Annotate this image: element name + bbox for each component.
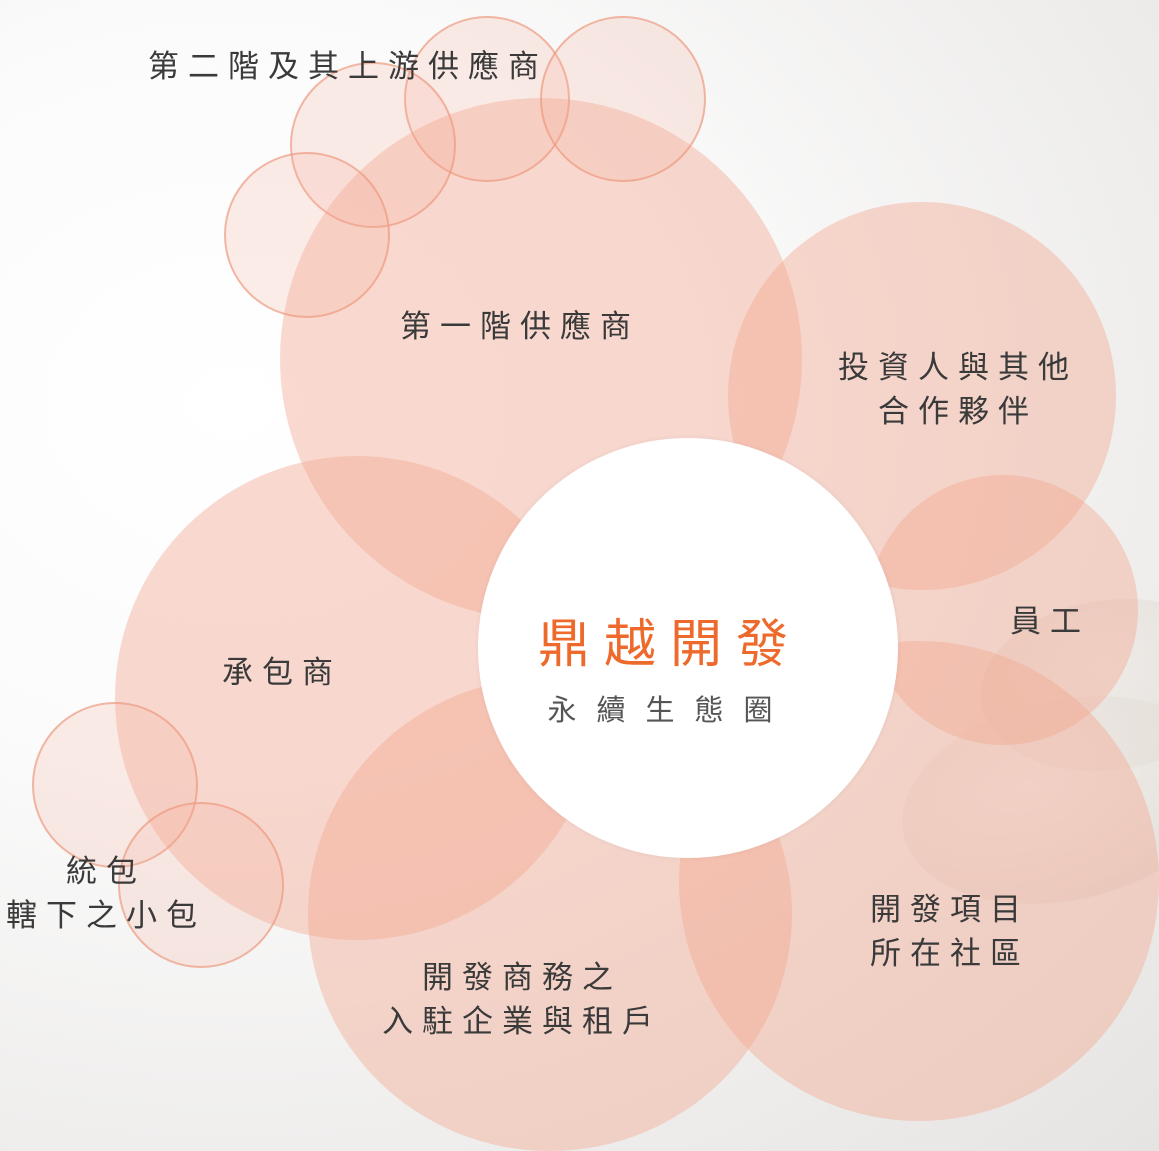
employees-label: 員工 xyxy=(1010,604,1090,640)
subcontractors-label: 統包 轄下之小包 xyxy=(6,850,206,938)
tenants-label: 開發商務之 入駐企業與租戶 xyxy=(382,956,662,1044)
investors-label: 投資人與其他 合作夥伴 xyxy=(838,346,1078,434)
community-label: 開發項目 所在社區 xyxy=(870,888,1030,976)
tier2-suppliers-label: 第二階及其上游供應商 xyxy=(148,49,548,85)
community-label-line2: 所在社區 xyxy=(870,936,1030,972)
center-title: 鼎越開發 xyxy=(537,615,802,675)
subcontractors-label-line1: 統包 xyxy=(66,854,146,890)
tenants-label-line1: 開發商務之 xyxy=(422,960,622,996)
tier1-suppliers-label: 第一階供應商 xyxy=(400,309,640,345)
investors-label-line2: 合作夥伴 xyxy=(878,394,1038,430)
center-circle xyxy=(478,438,898,858)
tenants-label-line2: 入駐企業與租戶 xyxy=(382,1004,662,1040)
center-subtitle: 永續生態圈 xyxy=(547,693,793,727)
contractors-label: 承包商 xyxy=(222,655,342,691)
subcontractors-label-line2: 轄下之小包 xyxy=(6,898,206,934)
investors-label-line1: 投資人與其他 xyxy=(838,350,1078,386)
community-label-line1: 開發項目 xyxy=(870,892,1030,928)
subcontractor-circle xyxy=(118,802,284,968)
tier2-supplier-circle xyxy=(224,152,390,318)
tier2-supplier-circle xyxy=(540,16,706,182)
employees-circle xyxy=(868,475,1138,745)
